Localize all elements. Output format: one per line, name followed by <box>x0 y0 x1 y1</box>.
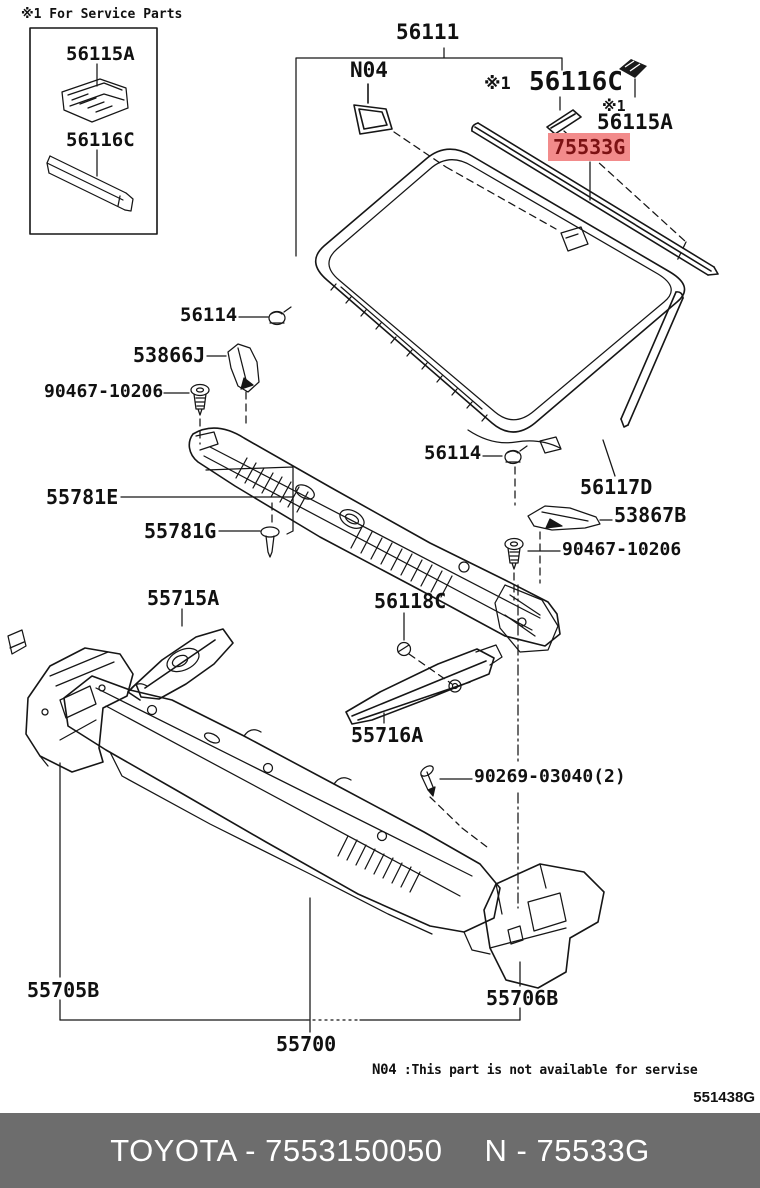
part-label-ref1-56115a: ※1 <box>602 97 626 115</box>
cowl-panel-55700 <box>63 675 501 955</box>
part-label-90467-left[interactable]: 90467-10206 <box>44 381 164 402</box>
spacer-strip-56116c <box>546 109 582 135</box>
part-label-55781g[interactable]: 55781G <box>144 519 217 543</box>
cowl-louver-55781e <box>188 427 561 653</box>
diagram-code: 551438G <box>693 1089 755 1106</box>
part-label-inset-56116c[interactable]: 56116C <box>66 129 135 151</box>
part-label-56114-upper[interactable]: 56114 <box>180 304 238 326</box>
bracket-55706b <box>483 863 605 989</box>
part-label-ref1-56116c: ※1 <box>484 74 511 94</box>
part-label-inset-56115a[interactable]: 56115A <box>66 43 135 65</box>
cowl-side-bracket-55705b <box>25 647 134 773</box>
part-label-90467-right[interactable]: 90467-10206 <box>562 539 682 560</box>
top-moulding-strip-75533g <box>471 122 719 276</box>
part-label-90269[interactable]: 90269-03040(2) <box>474 766 626 787</box>
footnote: N04 :This part is not available for serv… <box>372 1062 698 1078</box>
part-label-56118c[interactable]: 56118C <box>374 589 447 613</box>
inset-box <box>29 27 158 235</box>
part-label-56116c-top[interactable]: 56116C <box>529 67 623 97</box>
screw-90467-left <box>163 383 210 416</box>
leader-56117d <box>602 439 616 477</box>
part-label-56114-lower[interactable]: 56114 <box>424 442 482 464</box>
part-label-53866j[interactable]: 53866J <box>133 343 206 367</box>
part-label-n04-tag[interactable]: N04 <box>350 58 388 82</box>
leader-56111 <box>295 47 563 257</box>
protector-53866j <box>206 343 260 393</box>
footnote-text: :This part is not available for servise <box>396 1063 698 1078</box>
retainer-clip-56114-upper <box>238 306 292 326</box>
part-label-53867b[interactable]: 53867B <box>614 503 687 527</box>
retainer-clip-56114-lower <box>482 445 528 465</box>
part-label-55716a[interactable]: 55716A <box>351 723 424 747</box>
rivet-90269 <box>420 765 473 797</box>
stopper-n04-box <box>353 83 393 135</box>
part-label-56115a-right[interactable]: 56115A <box>597 110 673 134</box>
edge-fragment <box>7 629 27 655</box>
footer-bar: TOYOTA - 7553150050 N - 75533G <box>0 1113 760 1188</box>
bracket-55715a <box>127 608 234 701</box>
side-moulding-strip-56117d <box>620 291 684 428</box>
inset-part-56115a <box>61 63 129 123</box>
footnote-code: N04 <box>372 1062 397 1078</box>
bracket-leader-55781e <box>120 466 294 535</box>
nut-56118c <box>396 612 412 657</box>
part-label-56111[interactable]: 56111 <box>396 20 460 44</box>
part-label-55705b[interactable]: 55705B <box>27 978 100 1002</box>
footer-part-number: TOYOTA - 7553150050 <box>110 1132 443 1168</box>
screw-90467-right <box>504 537 561 570</box>
protector-53867b <box>527 505 613 531</box>
glass-sensor-bracket <box>560 226 589 252</box>
service-clip-icon <box>619 59 647 98</box>
part-label-55715a[interactable]: 55715A <box>147 586 220 610</box>
service-parts-note: ※1 For Service Parts <box>21 7 183 22</box>
part-label-75533g[interactable]: 75533G <box>548 133 631 161</box>
windshield-glass <box>314 148 686 433</box>
part-label-55781e[interactable]: 55781E <box>46 485 119 509</box>
bracket-55716a <box>345 644 503 725</box>
inset-part-56116c <box>46 149 134 212</box>
footer-ref-code: N - 75533G <box>484 1132 650 1168</box>
louver-clip-55781g <box>218 526 280 558</box>
part-label-55706b[interactable]: 55706B <box>486 986 559 1010</box>
part-label-56117d[interactable]: 56117D <box>580 475 653 499</box>
part-label-55700[interactable]: 55700 <box>276 1032 337 1056</box>
assembly-bracket-lines <box>59 762 521 1033</box>
glass-bottom-edge-wave <box>467 429 562 454</box>
